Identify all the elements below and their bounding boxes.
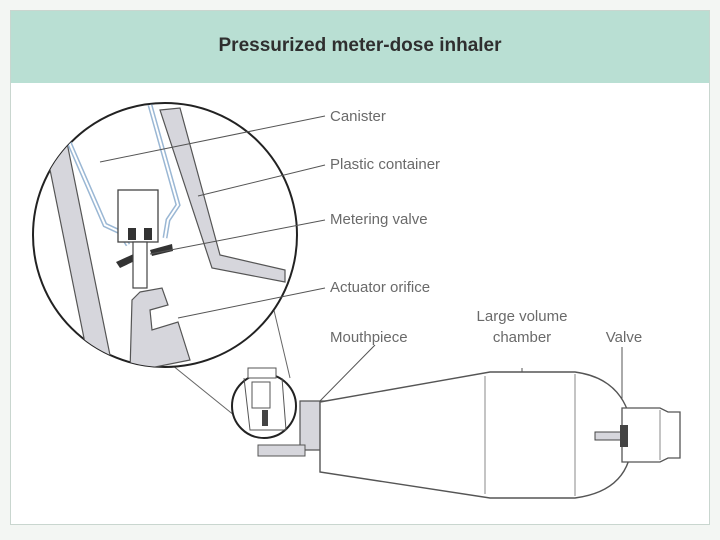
label-mouthpiece: Mouthpiece — [330, 329, 408, 346]
label-chamber-line1: Large volume — [477, 308, 568, 325]
label-valve: Valve — [606, 329, 642, 346]
label-chamber-line2: chamber — [493, 329, 551, 346]
label-plastic-container: Plastic container — [330, 156, 440, 173]
metering-valve-body — [117, 189, 159, 243]
large-volume-chamber — [319, 371, 633, 499]
magnified-detail — [32, 102, 298, 368]
leader-metering-valve — [149, 219, 326, 255]
leader-canister — [99, 115, 326, 163]
leader-actuator-orifice — [177, 287, 326, 319]
leader-lines — [99, 115, 623, 405]
label-canister: Canister — [330, 108, 386, 125]
leader-mouthpiece — [317, 344, 376, 404]
spacer-device — [257, 371, 681, 499]
inhaler-inset — [231, 367, 297, 439]
title-banner: Pressurized meter-dose inhaler — [11, 11, 709, 83]
plastic-wall-right — [159, 107, 286, 283]
figure-title: Pressurized meter-dose inhaler — [218, 35, 502, 56]
valve-end-cap — [621, 407, 681, 463]
leader-plastic-container — [197, 164, 326, 197]
label-metering-valve: Metering valve — [330, 211, 428, 228]
inset-canister — [251, 381, 271, 409]
valve-stem — [132, 241, 148, 289]
label-actuator-orifice: Actuator orifice — [330, 279, 430, 296]
actuator-block — [129, 287, 191, 367]
